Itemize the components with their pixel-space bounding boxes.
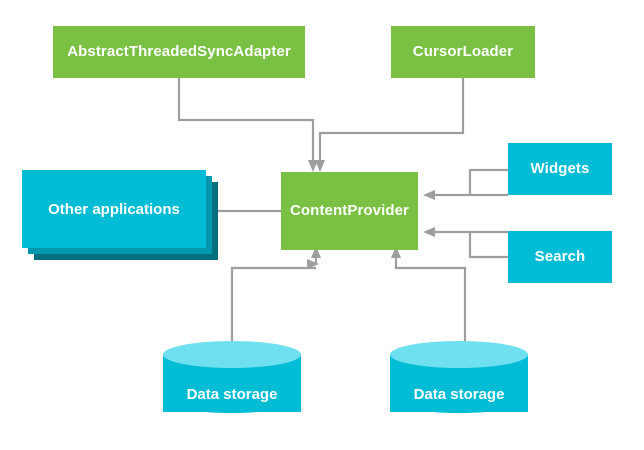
- cylinder-top-ellipse: [390, 341, 528, 368]
- node-label: Other applications: [48, 200, 180, 218]
- cylinder-bottom-cap: [390, 386, 528, 413]
- node-abstract-threaded-sync-adapter[interactable]: AbstractThreadedSyncAdapter: [53, 26, 305, 78]
- node-label: ContentProvider: [289, 202, 409, 220]
- node-label: AbstractThreadedSyncAdapter: [67, 43, 291, 61]
- node-cursor-loader[interactable]: CursorLoader: [391, 26, 535, 78]
- edge-data-storage-right-to-contentprovider: [391, 246, 467, 348]
- node-other-applications[interactable]: Other applications: [22, 170, 218, 260]
- stack-card-front: Other applications: [22, 170, 206, 248]
- node-widgets[interactable]: Widgets: [508, 143, 612, 195]
- edge-sync-adapter-to-contentprovider: [177, 78, 318, 172]
- edge-search-to-contentprovider: [423, 227, 508, 259]
- cylinder-bottom-cap: [163, 386, 301, 413]
- node-data-storage-left[interactable]: Data storage: [163, 341, 301, 425]
- node-label: Search: [534, 248, 586, 266]
- node-label: Data storage: [186, 386, 278, 403]
- node-data-storage-right[interactable]: Data storage: [390, 341, 528, 425]
- node-label: CursorLoader: [412, 43, 514, 61]
- edge-widgets-to-contentprovider: [423, 168, 508, 200]
- node-label: Widgets: [530, 160, 590, 178]
- node-search[interactable]: Search: [508, 231, 612, 283]
- edge-data-storage-left-to-contentprovider: [230, 246, 321, 348]
- cylinder-top-ellipse: [163, 341, 301, 368]
- node-content-provider[interactable]: ContentProvider: [281, 172, 418, 250]
- edge-cursorloader-to-contentprovider: [315, 78, 465, 172]
- node-label: Data storage: [413, 386, 505, 403]
